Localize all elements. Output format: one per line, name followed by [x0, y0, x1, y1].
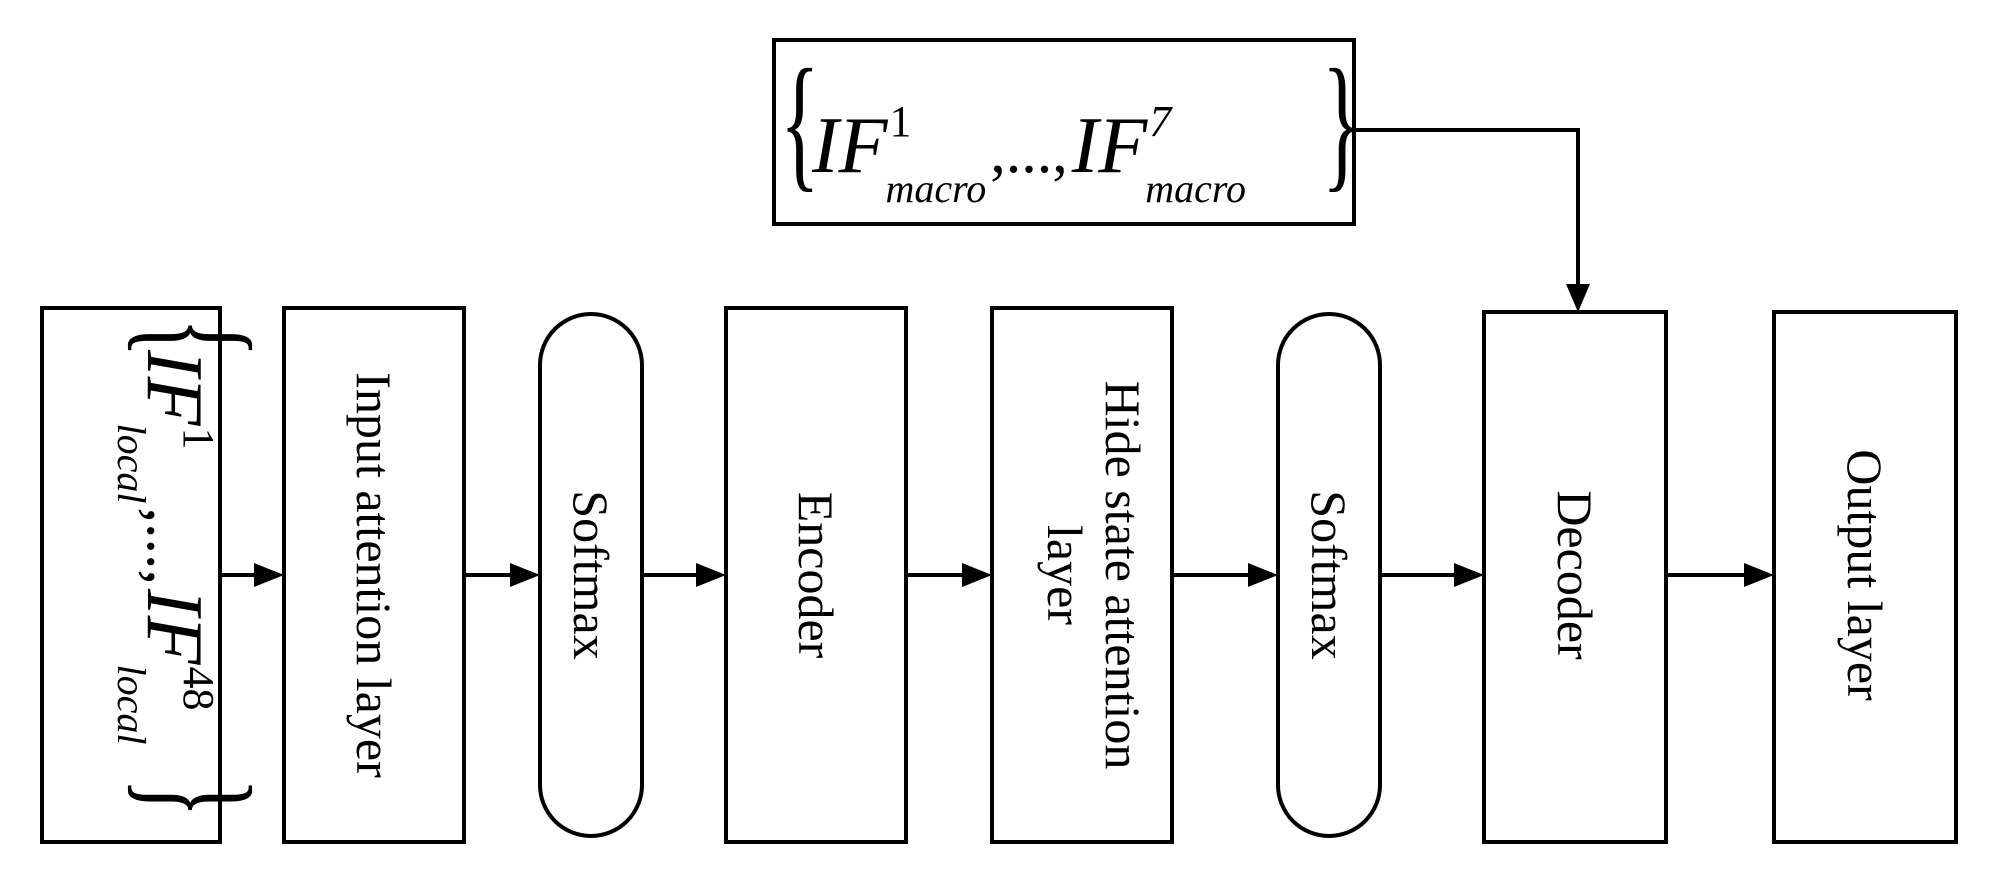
decoder-box: Decoder	[1482, 310, 1668, 844]
local-left-brace: {	[115, 318, 281, 358]
softmax-1-box: Softmax	[538, 312, 644, 838]
arrowhead-4	[962, 563, 992, 587]
macro-to-decoder-arrowhead	[1566, 284, 1590, 312]
right-brace: }	[1322, 39, 1362, 205]
softmax-2-box: Softmax	[1276, 312, 1382, 838]
local-input-box: { IF1local,...,IF48local }	[40, 306, 281, 844]
local-right-brace: }	[115, 778, 281, 818]
arrowhead-6	[1454, 563, 1484, 587]
arrowhead-1	[254, 563, 284, 587]
encoder-box: Encoder	[724, 306, 908, 844]
arrowhead-2	[510, 563, 540, 587]
softmax-1-label: Softmax	[563, 490, 619, 659]
input-attention-layer-box: Input attention layer	[282, 306, 466, 844]
encoder-label: Encoder	[788, 492, 844, 659]
hide-state-attention-layer-label-line1: Hide state attention	[1095, 381, 1151, 770]
output-layer-box: Output layer	[1772, 310, 1958, 844]
decoder-label: Decoder	[1547, 490, 1603, 660]
macro-to-decoder-connector	[1354, 128, 1580, 292]
arrowhead-3	[696, 563, 726, 587]
softmax-2-label: Softmax	[1301, 490, 1357, 659]
arrowhead-5	[1248, 563, 1278, 587]
input-attention-layer-label: Input attention layer	[346, 372, 402, 778]
left-brace: {	[780, 39, 820, 205]
flow-arrows	[220, 563, 1774, 587]
hide-state-attention-layer-box: Hide state attention layer	[990, 306, 1174, 844]
hide-state-attention-layer-label-line2: layer	[1037, 525, 1093, 625]
arrowhead-7	[1744, 563, 1774, 587]
local-input-formula: IF1local,...,IF48local	[109, 349, 223, 745]
output-layer-label: Output layer	[1837, 449, 1893, 701]
